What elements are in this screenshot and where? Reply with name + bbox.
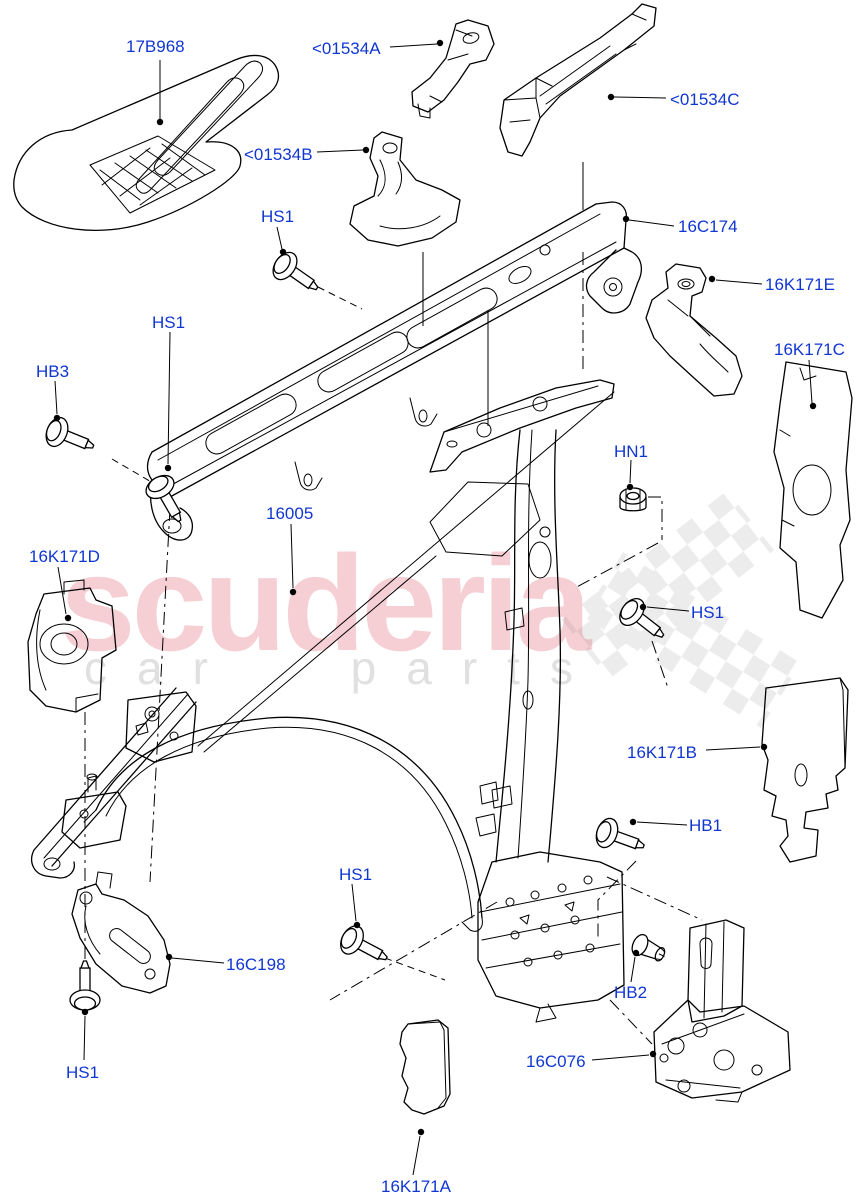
callout-01534a[interactable]: <01534A	[312, 39, 381, 58]
callout-hs1-left[interactable]: HS1	[152, 313, 186, 332]
fastener-hs1-top	[267, 247, 327, 302]
callout-hb1[interactable]: HB1	[689, 816, 723, 835]
callout-01534c[interactable]: <01534C	[670, 90, 740, 109]
callout-16c198[interactable]: 16C198	[226, 955, 286, 974]
leader-dots	[53, 39, 817, 1136]
callout-hs1-top[interactable]: HS1	[261, 207, 295, 226]
part-bodyside-pillar	[429, 379, 625, 1023]
part-16k171d-insulator	[27, 579, 117, 713]
part-16c198-bracket	[71, 871, 171, 994]
callout-hs1-right[interactable]: HS1	[691, 603, 725, 622]
callout-16k171d[interactable]: 16K171D	[29, 547, 100, 566]
callout-hb3[interactable]: HB3	[36, 362, 70, 381]
part-01534c-rail	[499, 3, 657, 157]
callout-16005[interactable]: 16005	[266, 504, 314, 523]
watermark-brand-text: scuderia	[60, 527, 593, 679]
checkered-flag-2	[582, 552, 802, 728]
callout-16k171c[interactable]: 16K171C	[774, 340, 845, 359]
callout-hb2[interactable]: HB2	[614, 983, 648, 1002]
fastener-hb2-stud	[628, 931, 670, 968]
part-16c076-bracket	[653, 919, 791, 1103]
callout-hs1-lower-centre[interactable]: HS1	[339, 865, 373, 884]
part-17b968-fender-vent	[13, 54, 280, 231]
part-16005-fender	[31, 391, 615, 932]
part-16k171e-bracket	[645, 263, 743, 397]
watermark: scuderia car parts	[60, 490, 802, 728]
callout-16k171e[interactable]: 16K171E	[765, 275, 835, 294]
watermark-tagline-text: car parts	[84, 642, 603, 694]
part-16k171a-insulator	[399, 1019, 451, 1115]
callout-16c174[interactable]: 16C174	[678, 217, 738, 236]
callout-01534b[interactable]: <01534B	[244, 145, 313, 164]
callout-16k171a[interactable]: 16K171A	[381, 1177, 451, 1196]
part-01534b-bracket	[349, 131, 461, 247]
callout-17b968[interactable]: 17B968	[126, 37, 185, 56]
part-16k171c-insulator	[773, 361, 853, 619]
callout-16c076[interactable]: 16C076	[526, 1052, 586, 1071]
fastener-hs1-lower-left	[69, 960, 101, 1011]
fastener-hn1-nut	[619, 487, 647, 512]
callout-16k171b[interactable]: 16K171B	[627, 743, 697, 762]
part-16c174-rail	[146, 201, 643, 541]
callout-leader-lines	[53, 39, 817, 1176]
callout-hn1[interactable]: HN1	[614, 442, 649, 461]
fastener-hb3-bolt	[41, 413, 100, 462]
callout-hs1-lower-left[interactable]: HS1	[66, 1063, 100, 1082]
part-16k171b-insulator	[761, 677, 849, 863]
fastener-hs1-lower-centre	[335, 921, 395, 973]
part-01534a-bracket	[411, 19, 495, 119]
